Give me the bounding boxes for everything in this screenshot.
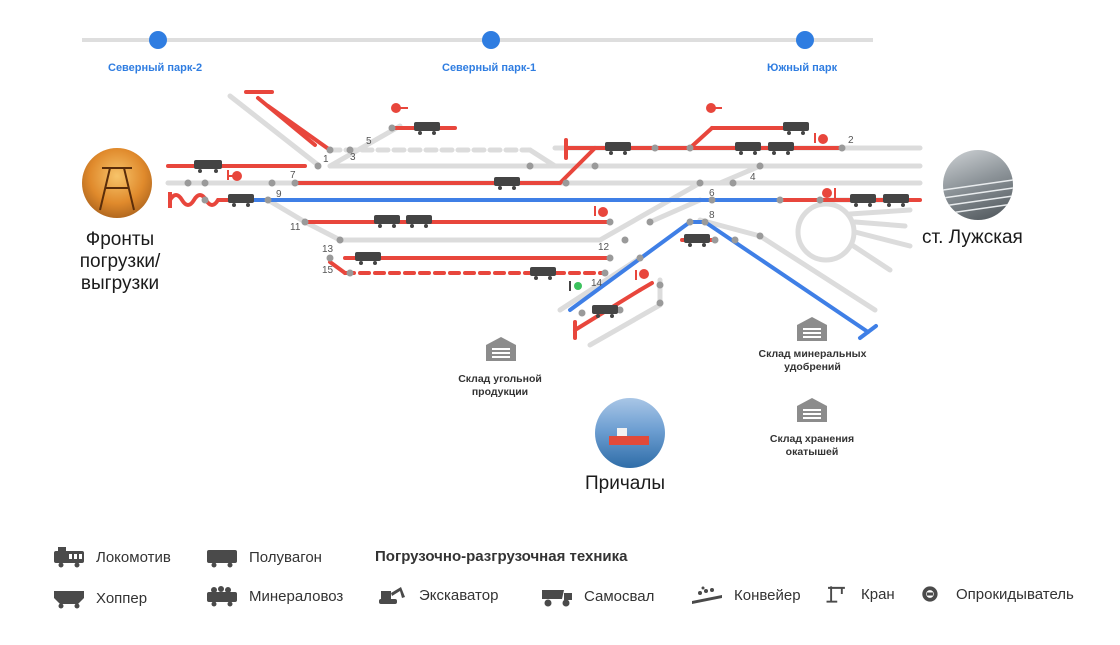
track-number: 12 [598,242,610,253]
signal-green [569,281,582,291]
legend-excavator: Экскаватор [375,583,498,607]
legend-label: Экскаватор [419,586,499,604]
coal-warehouse-label: Склад угольной продукции [440,373,560,399]
track-number: 3 [350,152,356,163]
fertilizer-warehouse-label: Склад минеральных удобрений [745,348,880,374]
pellets-warehouse-line: окатышей [785,446,839,458]
wagon [355,252,381,265]
wagon [605,142,631,155]
luzhskaya-photo[interactable] [943,150,1013,220]
red-wave-track [168,193,232,207]
coal-warehouse-line: продукции [471,386,529,398]
legend-label: Полувагон [249,548,322,566]
legend-label: Хоппер [96,589,148,607]
warehouse-icon [797,398,827,422]
track-number: 15 [322,265,334,276]
wagons [194,122,909,318]
signals-red [227,103,836,280]
track-number: 8 [709,210,715,221]
fronts-label-line: выгрузки [80,273,160,294]
turntable-loop [795,201,857,263]
wagon [374,215,400,228]
legend-dump-truck: Самосвал [540,584,654,608]
wagon [783,122,809,135]
fronts-label-line: Фронты [85,229,155,250]
legend-gondola: Полувагон [205,545,322,569]
legend-tippler: Опрокидыватель [920,582,1074,606]
wagon [530,267,556,280]
legend-locomotive: Локомотив [52,545,171,569]
legend-label: Конвейер [734,586,801,604]
wagon [494,177,520,190]
track-number: 7 [290,170,296,181]
warehouse-icon [797,317,827,341]
wagon [883,194,909,207]
gondola-icon [207,550,237,568]
warehouse-icon [486,337,516,361]
locomotive-icon [54,547,84,568]
track-number: 9 [276,189,282,200]
track-number: 1 [323,154,329,165]
switch-points [184,124,846,317]
dump-truck-icon [542,590,572,607]
fronts-label: Фронты погрузки/ выгрузки [72,229,168,295]
tippler-icon [922,586,938,602]
track-number: 13 [322,244,334,255]
legend-label: Локомотив [96,548,171,566]
mineral-car-icon [207,586,237,607]
legend-heading: Погрузочно-разгрузочная техника [375,548,628,565]
coal-warehouse-line: Склад угольной [458,373,542,385]
legend-label: Кран [861,585,895,603]
legend-crane: Кран [825,582,895,606]
wagon [194,160,222,173]
wagon [850,194,876,207]
berths-photo[interactable] [595,398,665,468]
legend-label: Самосвал [584,587,655,605]
wagon [406,215,432,228]
wagon [414,122,440,135]
pellets-warehouse-label: Склад хранения окатышей [752,433,872,459]
fertilizer-warehouse-line: Склад минеральных [758,348,867,360]
track-number: 4 [750,172,756,183]
legend-label: Опрокидыватель [956,585,1074,603]
berths-label: Причалы [585,473,666,494]
legend-hopper: Хоппер [52,586,147,610]
legend-mineral-car: Минераловоз [205,584,343,608]
luzhskaya-label: ст. Лужская [922,227,1023,248]
park-marker-south[interactable] [796,31,814,49]
park-marker-north-2[interactable] [149,31,167,49]
wagon [684,234,710,247]
fronts-label-line: погрузки/ [79,251,161,272]
track-number: 14 [591,278,603,289]
hopper-icon [54,591,84,609]
park-marker-north-1[interactable] [482,31,500,49]
wagon [768,142,794,155]
park-label-north-1[interactable]: Северный парк-1 [442,62,537,74]
track-number: 2 [848,135,854,146]
wagon [228,194,254,207]
track-number: 11 [290,222,301,233]
excavator-icon [379,587,405,604]
park-label-north-2[interactable]: Северный парк-2 [108,62,203,74]
pellets-warehouse-line: Склад хранения [769,433,855,445]
wagon [735,142,761,155]
fronts-photo[interactable] [82,148,152,218]
track-number: 5 [366,136,372,147]
wagon [592,305,618,318]
park-label-south[interactable]: Южный парк [767,62,838,74]
legend-conveyor: Конвейер [690,583,801,607]
conveyor-icon [692,586,722,604]
crane-icon [826,586,845,603]
legend-label: Минераловоз [249,587,344,605]
track-numbers: 1 2 3 4 5 6 7 8 9 11 12 13 14 15 [276,135,854,289]
track-number: 6 [709,188,715,199]
fertilizer-warehouse-line: удобрений [784,361,841,373]
